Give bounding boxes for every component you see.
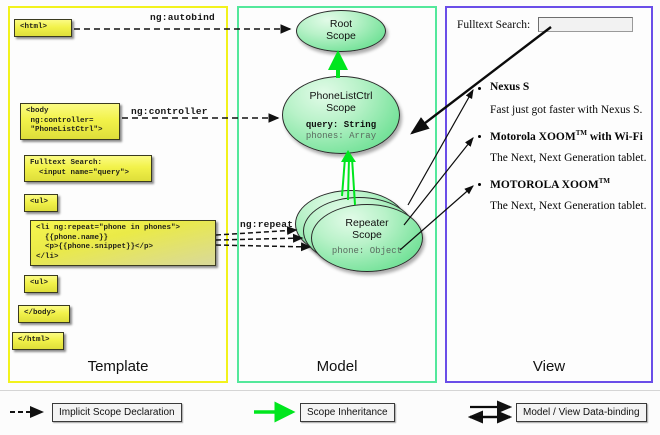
- view-item-title-1: Nexus S: [490, 81, 530, 93]
- connector-label-ng-autobind: ng:autobind: [150, 12, 215, 23]
- view-item-title-3-text: MOTOROLA XOOM: [490, 178, 599, 191]
- view-item-title-2-text: Motorola XOOM: [490, 130, 576, 143]
- code-box-fulltext-search: Fulltext Search: <input name="query">: [24, 155, 152, 182]
- view-item-bullet: [478, 87, 481, 90]
- connector-label-ng-repeat: ng:repeat: [240, 219, 294, 230]
- trademark-icon: TM: [598, 177, 611, 185]
- view-search-input[interactable]: [538, 17, 633, 32]
- view-search-label: Fulltext Search:: [457, 19, 531, 31]
- panel-view: View: [445, 6, 653, 383]
- connector-label-ng-controller: ng:controller: [131, 106, 208, 117]
- panel-model-label: Model: [316, 358, 358, 375]
- view-item-snippet-1: Fast just got faster with Nexus S.: [490, 104, 643, 116]
- code-box-ul-open: <ul>: [24, 194, 58, 212]
- panel-template-label: Template: [87, 358, 149, 375]
- view-item-title-3: MOTOROLA XOOMTM: [490, 177, 610, 191]
- code-box-li-repeat: <li ng:repeat="phone in phones"> {{phone…: [30, 220, 216, 266]
- view-item-snippet-2: The Next, Next Generation tablet.: [490, 152, 647, 164]
- legend: Implicit Scope Declaration Scope Inherit…: [0, 390, 660, 435]
- trademark-icon: TM: [575, 129, 587, 137]
- panel-view-label: View: [532, 358, 566, 375]
- code-box-html-open: <html>: [14, 19, 72, 37]
- view-item-bullet: [478, 135, 481, 138]
- scope-phonelistctrl-prop-phones: phones: Array: [305, 131, 377, 141]
- code-box-body-open: <body ng:controller= "PhoneListCtrl">: [20, 103, 120, 140]
- legend-item-implicit-scope-declaration: Implicit Scope Declaration: [52, 403, 182, 422]
- view-item-title-2-suffix: with Wi-Fi: [586, 130, 643, 143]
- view-item-snippet-3: The Next, Next Generation tablet.: [490, 200, 647, 212]
- legend-divider: [0, 390, 660, 391]
- legend-item-model-view-data-binding: Model / View Data-binding: [516, 403, 647, 422]
- legend-item-scope-inheritance: Scope Inheritance: [300, 403, 395, 422]
- view-item-bullet: [478, 183, 481, 186]
- code-box-body-close: </body>: [18, 305, 70, 323]
- view-item-title-2: Motorola XOOMTM with Wi-Fi: [490, 129, 643, 143]
- scope-repeater-prop-phone: phone: Object: [331, 246, 403, 256]
- legend-arrows: [10, 400, 513, 424]
- code-box-html-close: </html>: [12, 332, 64, 350]
- code-box-ul-close: <ul>: [24, 275, 58, 293]
- scope-phonelistctrl-prop-query: query: String: [305, 120, 377, 130]
